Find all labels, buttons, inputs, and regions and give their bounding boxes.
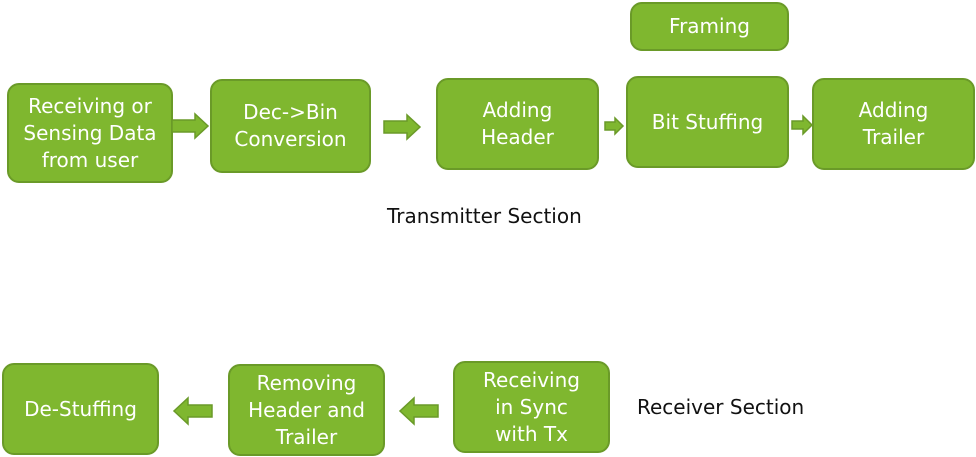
receiving-sync-box: Receiving in Sync with Tx: [453, 361, 610, 453]
arrow-right-2: [383, 113, 422, 141]
adding-trailer-box: Adding Trailer: [812, 78, 975, 170]
arrow-right-4: [791, 114, 814, 136]
de-stuffing-box: De-Stuffing: [2, 363, 159, 455]
framing-box: Framing: [630, 2, 789, 51]
transmitter-section-label: Transmitter Section: [387, 204, 582, 228]
arrow-right-1: [171, 112, 210, 140]
arrow-left-1: [172, 396, 213, 426]
adding-header-box: Adding Header: [436, 78, 599, 170]
arrow-right-3: [604, 116, 625, 136]
bit-stuffing-box: Bit Stuffing: [626, 76, 789, 168]
arrow-left-2: [398, 396, 439, 426]
dec-bin-conversion-box: Dec->Bin Conversion: [210, 79, 371, 173]
receiving-sensing-data-box: Receiving or Sensing Data from user: [7, 83, 173, 183]
removing-header-trailer-box: Removing Header and Trailer: [228, 364, 385, 456]
receiver-section-label: Receiver Section: [637, 395, 805, 419]
